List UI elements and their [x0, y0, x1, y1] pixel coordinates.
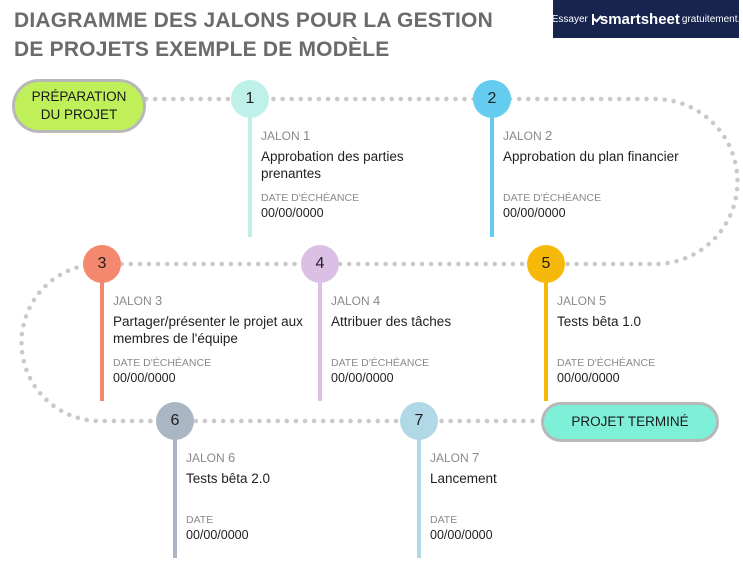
- milestone-date: 00/00/0000: [331, 371, 394, 385]
- milestone-number: 2: [487, 90, 497, 107]
- milestone-label: JALON 1: [261, 128, 461, 144]
- milestone-stem: [544, 264, 548, 401]
- milestone-date: 00/00/0000: [503, 206, 566, 220]
- milestone-label-text: JALON: [113, 294, 152, 308]
- milestone-date-label: DATE: [186, 514, 214, 526]
- milestone-stem: [100, 264, 104, 401]
- milestone-label-number: 3: [155, 293, 163, 308]
- milestone-label: JALON 4: [331, 293, 531, 309]
- milestone-circle: 7: [400, 402, 438, 440]
- milestone-number: 1: [245, 90, 255, 107]
- milestone-number: 7: [414, 412, 424, 429]
- milestone-label-text: JALON: [186, 451, 225, 465]
- milestone-date: 00/00/0000: [557, 371, 620, 385]
- cta-brand: smartsheet: [599, 10, 680, 28]
- milestone-title: Lancement: [430, 471, 497, 486]
- milestone-label-number: 6: [228, 450, 236, 465]
- milestone-date: 00/00/0000: [430, 528, 493, 542]
- milestone-date: 00/00/0000: [113, 371, 176, 385]
- milestone-label: JALON 2: [503, 128, 703, 144]
- milestone-label-text: JALON: [503, 129, 542, 143]
- cta-prefix: Essayer: [551, 13, 588, 25]
- milestone-title: Attribuer des tâches: [331, 314, 452, 329]
- milestone-title: Approbation du plan financier: [503, 149, 679, 164]
- milestone-label: JALON 5: [557, 293, 743, 309]
- title-line-1: DIAGRAMME DES JALONS POUR LA GESTION: [14, 9, 493, 32]
- start-pill: PRÉPARATION DU PROJET: [12, 79, 146, 133]
- milestone-label-text: JALON: [261, 129, 300, 143]
- milestone-stem: [417, 421, 421, 558]
- milestone-circle: 6: [156, 402, 194, 440]
- milestone-stem: [490, 99, 494, 237]
- cta-suffix: gratuitement.: [681, 13, 741, 25]
- milestone-date-label: DATE D'ÉCHÉANCE: [503, 192, 602, 204]
- milestone-circle: 3: [83, 245, 121, 283]
- end-pill: PROJET TERMINÉ: [541, 402, 719, 442]
- milestone-label: JALON 6: [186, 450, 386, 466]
- milestone-label-number: 2: [545, 128, 553, 143]
- title-line-2: DE PROJETS EXEMPLE DE MODÈLE: [14, 38, 390, 61]
- milestone-label-text: JALON: [557, 294, 596, 308]
- milestone-circle: 4: [301, 245, 339, 283]
- end-label: PROJET TERMINÉ: [571, 414, 689, 429]
- milestone-date: 00/00/0000: [261, 206, 324, 220]
- milestone-title: Tests bêta 1.0: [557, 314, 642, 329]
- milestone-date-label: DATE D'ÉCHÉANCE: [113, 357, 212, 369]
- try-smartsheet-button[interactable]: Essayer smartsheet gratuitement.: [551, 0, 741, 38]
- milestone-title: Approbation des parties prenantes: [261, 149, 404, 181]
- milestone-label: JALON 7: [430, 450, 630, 466]
- milestone-number: 3: [97, 255, 107, 272]
- milestone-circle: 1: [231, 80, 269, 118]
- milestone-label-number: 1: [303, 128, 311, 143]
- checkbox-logo-icon: [591, 13, 594, 25]
- milestone-date-label: DATE D'ÉCHÉANCE: [331, 357, 430, 369]
- dotted-connector: [19, 96, 740, 424]
- milestone-date-label: DATE D'ÉCHÉANCE: [557, 357, 656, 369]
- milestone-date-label: DATE: [430, 514, 458, 526]
- milestone-circle: 5: [527, 245, 565, 283]
- milestone-label-text: JALON: [430, 451, 469, 465]
- milestone-label: JALON 3: [113, 293, 313, 309]
- milestone-title: Partager/présenter le projet aux membres…: [113, 314, 303, 346]
- milestone-stem: [173, 421, 177, 558]
- milestone-stem: [318, 264, 322, 401]
- milestone-circle: 2: [473, 80, 511, 118]
- milestone-label-text: JALON: [331, 294, 370, 308]
- milestone-label-number: 5: [599, 293, 607, 308]
- milestone-number: 4: [315, 255, 325, 272]
- milestone-stem: [248, 99, 252, 237]
- milestone-number: 5: [541, 255, 551, 272]
- milestone-date: 00/00/0000: [186, 528, 249, 542]
- milestone-label-number: 7: [472, 450, 480, 465]
- milestone-date-label: DATE D'ÉCHÉANCE: [261, 192, 360, 204]
- milestone-label-number: 4: [373, 293, 381, 308]
- start-label: PRÉPARATION DU PROJET: [31, 89, 127, 122]
- milestone-title: Tests bêta 2.0: [186, 471, 271, 486]
- page-title: DIAGRAMME DES JALONS POUR LA GESTION DE …: [14, 6, 534, 64]
- milestone-number: 6: [170, 412, 180, 429]
